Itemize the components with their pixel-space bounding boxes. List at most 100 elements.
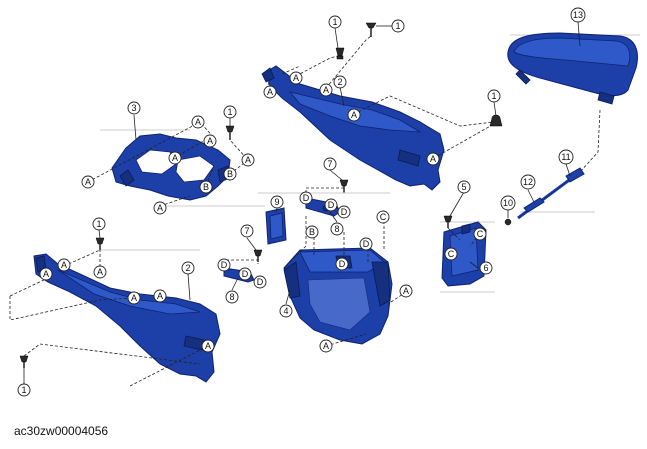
image-code-label: ac30zw00004056 xyxy=(14,424,109,438)
connection-callout-a: A xyxy=(93,265,107,279)
svg-text:B: B xyxy=(227,169,233,179)
connection-callout-a: A xyxy=(81,175,95,189)
connection-callout-a: A xyxy=(347,108,361,122)
connection-callout-a: A xyxy=(319,339,333,353)
connection-callout-a: A xyxy=(399,284,413,298)
part-callout-1: 1 xyxy=(92,217,106,231)
connection-callout-d: D xyxy=(217,258,231,272)
connection-callout-a: A xyxy=(153,289,167,303)
svg-text:A: A xyxy=(323,341,329,351)
fastener-screw xyxy=(335,47,345,60)
svg-text:D: D xyxy=(257,277,264,287)
fastener-nut xyxy=(504,218,512,226)
svg-text:D: D xyxy=(363,239,370,249)
connection-callout-a: A xyxy=(191,115,205,129)
armrest-lid xyxy=(507,32,638,105)
fastener-clip xyxy=(365,22,377,37)
connection-callout-a: A xyxy=(57,258,71,272)
part-callout-5: 5 xyxy=(457,180,471,194)
svg-text:A: A xyxy=(245,155,251,165)
connection-callout-a: A xyxy=(426,152,440,166)
part-callout-8: 8 xyxy=(330,222,344,236)
connection-callout-b: B xyxy=(223,167,237,181)
svg-text:A: A xyxy=(85,177,91,187)
svg-text:1: 1 xyxy=(21,385,26,395)
svg-text:A: A xyxy=(172,153,178,163)
svg-text:11: 11 xyxy=(561,152,570,162)
connection-callout-b: B xyxy=(305,225,319,239)
connection-callout-c: C xyxy=(376,210,390,224)
connection-callout-a: A xyxy=(319,83,333,97)
svg-text:A: A xyxy=(157,203,163,213)
fastener-screw xyxy=(339,179,349,192)
svg-text:A: A xyxy=(195,117,201,127)
part-callout-1: 1 xyxy=(223,105,237,119)
fastener-screw xyxy=(225,125,235,140)
svg-text:4: 4 xyxy=(283,306,288,316)
svg-text:A: A xyxy=(61,260,67,270)
part-callout-2: 2 xyxy=(181,261,195,275)
svg-text:C: C xyxy=(477,229,484,239)
svg-text:10: 10 xyxy=(503,198,513,208)
svg-text:8: 8 xyxy=(229,292,234,302)
connection-callout-a: A xyxy=(289,71,303,85)
part-callout-12: 12 xyxy=(520,174,536,190)
svg-text:3: 3 xyxy=(131,103,136,113)
part-callout-1: 1 xyxy=(487,89,501,103)
connection-callout-d: D xyxy=(359,237,373,251)
svg-text:2: 2 xyxy=(185,263,190,273)
connection-callout-a: A xyxy=(203,134,217,148)
part-callout-3: 3 xyxy=(127,101,141,115)
svg-text:A: A xyxy=(97,267,103,277)
svg-text:13: 13 xyxy=(573,10,583,20)
fastener-screw xyxy=(489,114,503,127)
svg-text:A: A xyxy=(323,85,329,95)
svg-text:D: D xyxy=(242,269,249,279)
svg-text:A: A xyxy=(430,154,436,164)
connection-callout-d: D xyxy=(238,267,252,281)
svg-text:A: A xyxy=(403,286,409,296)
svg-text:D: D xyxy=(221,260,228,270)
part-callout-7: 7 xyxy=(323,157,337,171)
connection-callout-a: A xyxy=(201,339,215,353)
connection-callout-a: A xyxy=(168,151,182,165)
connection-callout-a: A xyxy=(127,291,141,305)
connection-callout-c: C xyxy=(473,227,487,241)
svg-text:C: C xyxy=(380,212,387,222)
part-callout-7: 7 xyxy=(240,224,254,238)
svg-text:1: 1 xyxy=(491,91,496,101)
part-callout-1: 1 xyxy=(17,383,31,397)
connection-callout-c: C xyxy=(444,247,458,261)
svg-text:12: 12 xyxy=(523,177,533,187)
svg-text:D: D xyxy=(328,200,335,210)
svg-text:9: 9 xyxy=(274,197,279,207)
svg-text:A: A xyxy=(157,291,163,301)
fastener-screw xyxy=(443,215,453,228)
svg-text:A: A xyxy=(43,269,49,279)
part-callout-11: 11 xyxy=(558,149,574,165)
small-panel xyxy=(265,207,287,245)
connection-callout-d: D xyxy=(253,275,267,289)
svg-text:A: A xyxy=(205,341,211,351)
connection-callout-d: D xyxy=(299,191,313,205)
part-callout-13: 13 xyxy=(570,7,586,23)
connection-callout-b: B xyxy=(199,180,213,194)
svg-text:7: 7 xyxy=(327,159,332,169)
svg-text:D: D xyxy=(339,259,346,269)
connection-callout-a: A xyxy=(241,153,255,167)
svg-text:8: 8 xyxy=(334,224,339,234)
connection-callout-d: D xyxy=(324,198,338,212)
part-callout-8: 8 xyxy=(225,290,239,304)
part-callout-1: 1 xyxy=(328,15,342,29)
part-callout-9: 9 xyxy=(270,195,284,209)
part-callout-2: 2 xyxy=(333,75,347,89)
svg-text:2: 2 xyxy=(337,77,342,87)
console-box xyxy=(283,247,393,345)
fastener-screw xyxy=(19,355,29,368)
svg-text:1: 1 xyxy=(332,17,337,27)
svg-text:D: D xyxy=(341,207,348,217)
connection-callout-a: A xyxy=(39,267,53,281)
connection-callout-a: A xyxy=(263,85,277,99)
svg-text:C: C xyxy=(448,249,455,259)
